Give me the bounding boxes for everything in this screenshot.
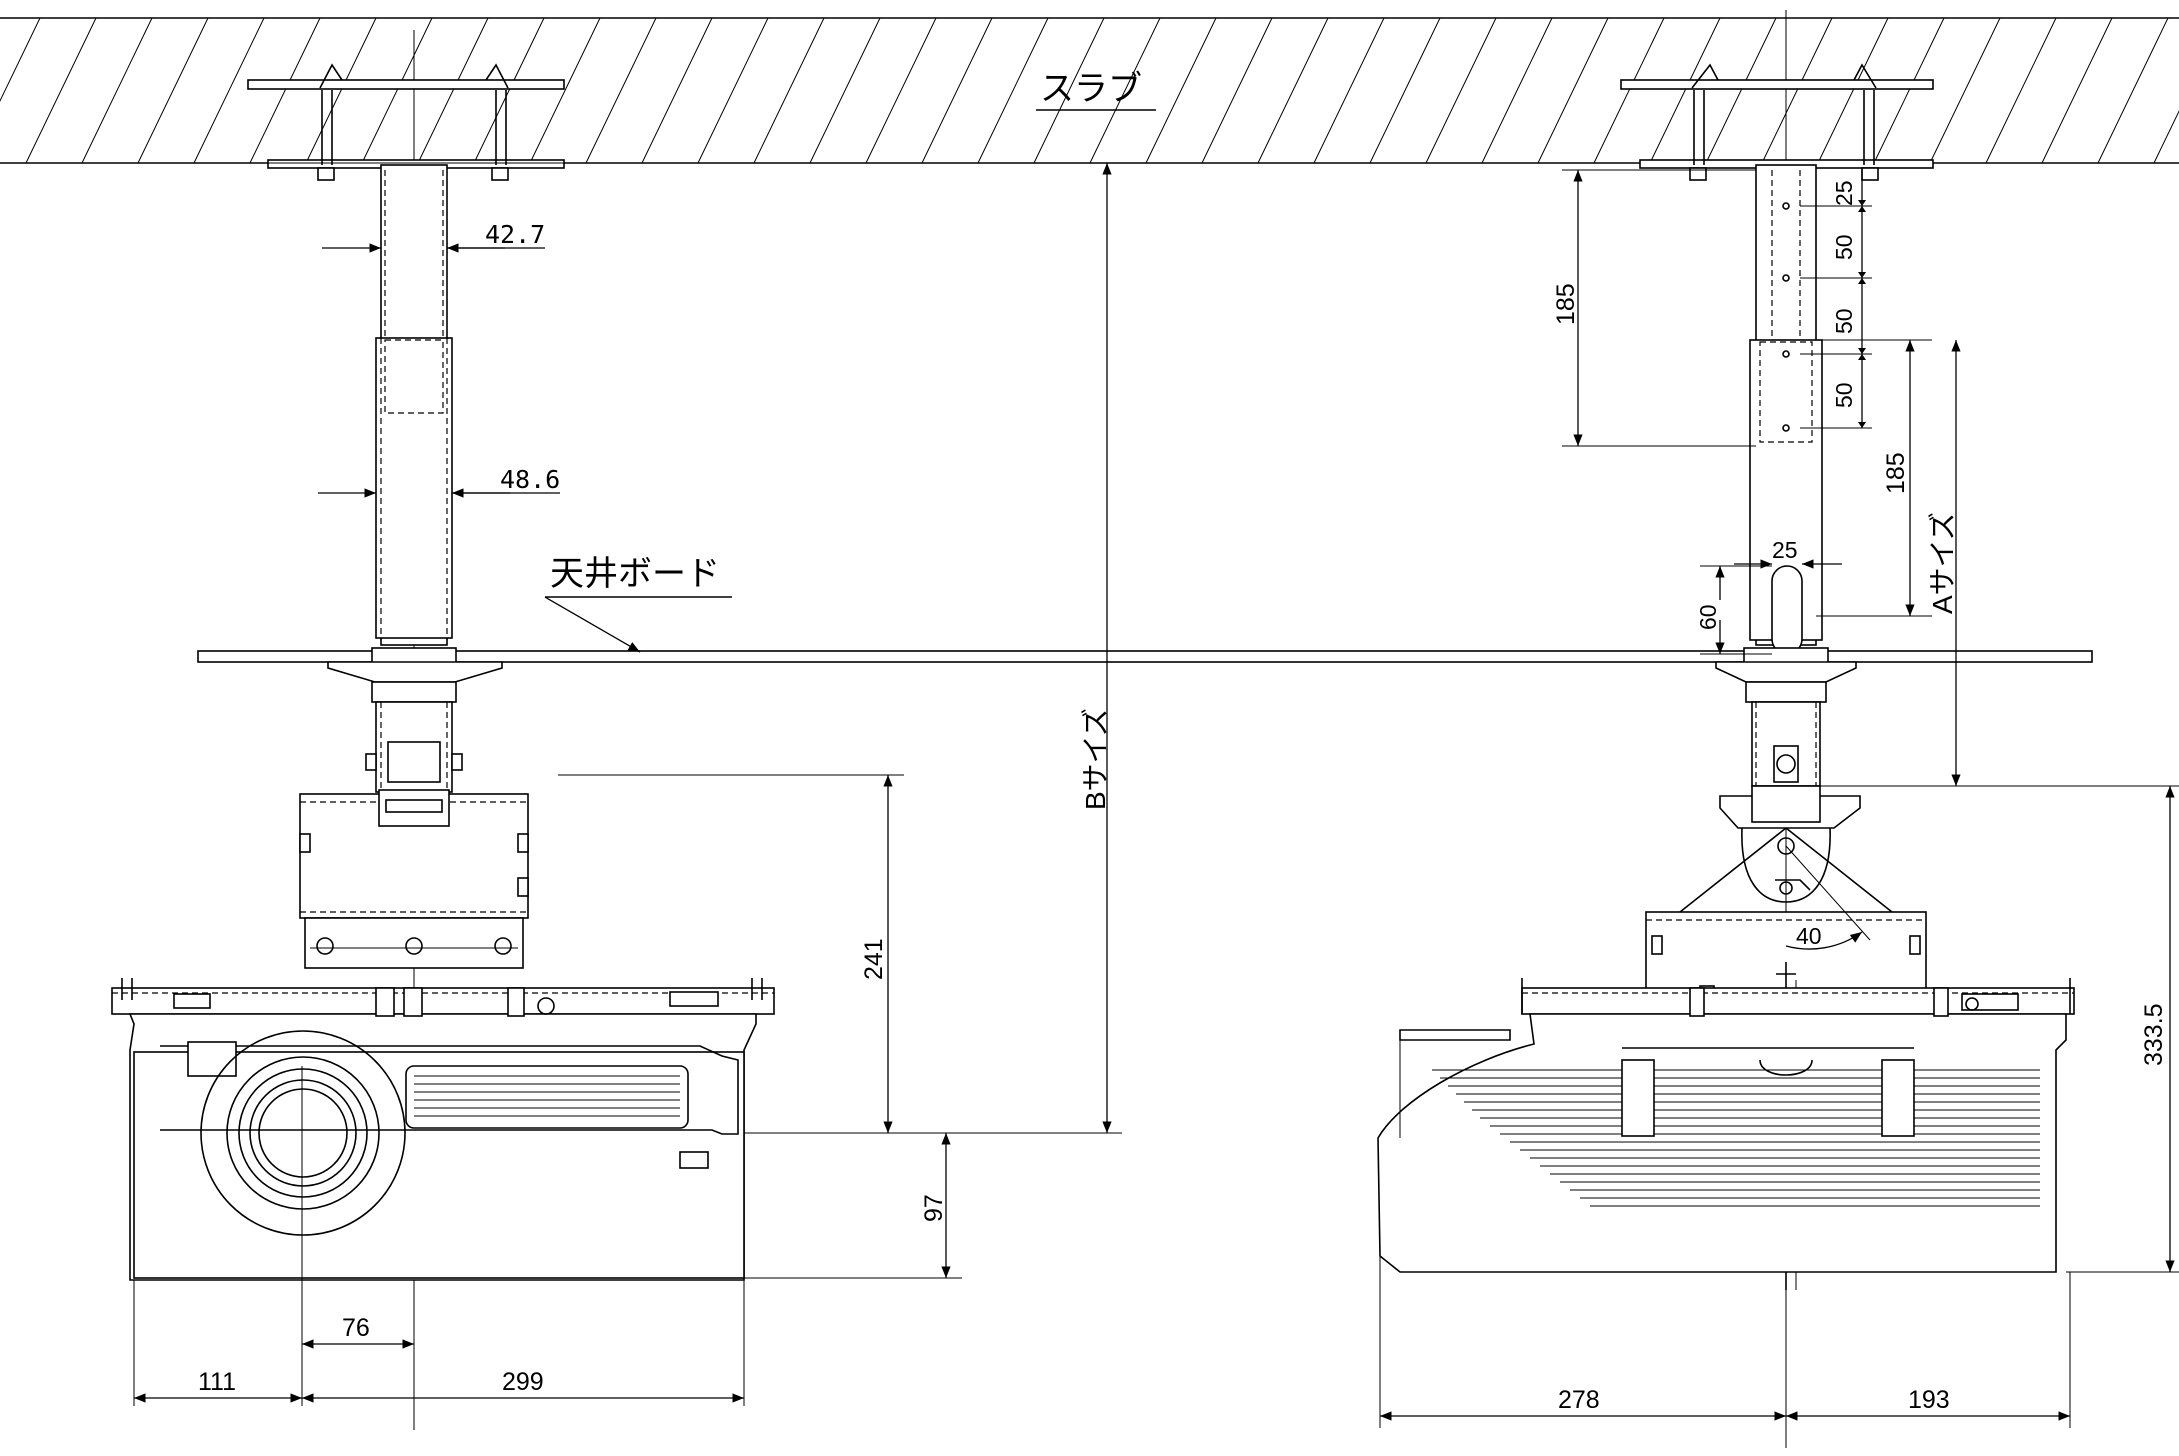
hatch-line bbox=[2153, 110, 2179, 164]
dim-angle-40: 40 bbox=[1796, 923, 1822, 949]
hatch-line bbox=[473, 17, 545, 164]
hatch-line bbox=[1033, 17, 1105, 164]
dim-185-upper: 185 bbox=[1552, 283, 1580, 325]
front-view bbox=[111, 30, 2093, 1430]
dim-50-a: 50 bbox=[1831, 234, 1857, 260]
dim-299: 299 bbox=[502, 1368, 544, 1396]
dim-slot-25: 25 bbox=[1772, 537, 1798, 563]
front-vent bbox=[405, 1065, 689, 1129]
hatch-line bbox=[305, 17, 377, 164]
hatch-line bbox=[697, 17, 769, 164]
hatch-line bbox=[0, 17, 41, 103]
hatch-line bbox=[25, 17, 97, 164]
hatch-line bbox=[1929, 17, 2001, 164]
dim-slot-60: 60 bbox=[1695, 604, 1721, 630]
hatch-line bbox=[361, 17, 433, 164]
hatch-line bbox=[865, 17, 937, 164]
hatch-line bbox=[977, 17, 1049, 164]
side-tilt-bracket bbox=[1645, 785, 1927, 1290]
hatch-line bbox=[1481, 17, 1553, 164]
slab-label: スラブ bbox=[1036, 70, 1156, 111]
hatch-line bbox=[529, 17, 601, 164]
front-dimensions: 42.7 48.6 天井ボード Bサイズ 241 97 bbox=[134, 162, 1122, 1403]
front-bracket bbox=[299, 789, 529, 969]
hatch-line bbox=[1425, 17, 1497, 164]
hatch-line bbox=[249, 17, 321, 164]
hatch-line bbox=[1873, 17, 1945, 164]
hatch-line bbox=[1705, 17, 1777, 164]
hatch-line bbox=[1593, 17, 1665, 164]
dim-50-b: 50 bbox=[1831, 308, 1857, 334]
dim-185-lower: 185 bbox=[1882, 452, 1910, 494]
hatch-line bbox=[585, 17, 657, 164]
dim-76: 76 bbox=[342, 1314, 370, 1342]
hatch-line bbox=[1761, 17, 1833, 164]
side-pipe bbox=[1743, 164, 1829, 669]
side-flange bbox=[1715, 661, 1857, 787]
hatch-line bbox=[1369, 17, 1441, 164]
b-size-label: Bサイズ bbox=[1080, 708, 1111, 810]
hatch-line bbox=[1817, 17, 1889, 164]
side-dimensions: 185 25 50 50 50 185 Aサイズ 25 bbox=[1380, 169, 2179, 1421]
front-flange bbox=[327, 661, 503, 793]
hatch-line bbox=[1201, 17, 1273, 164]
dim-48-6: 48.6 bbox=[500, 465, 560, 494]
dim-25-top: 25 bbox=[1831, 180, 1857, 206]
hatch-line bbox=[1313, 17, 1385, 164]
hatch-line bbox=[809, 17, 881, 164]
dim-193: 193 bbox=[1908, 1386, 1950, 1414]
hatch-line bbox=[1985, 17, 2057, 164]
side-projector bbox=[1377, 978, 2075, 1273]
ceiling-board-label-text: 天井ボード bbox=[550, 555, 720, 593]
dim-333-5: 333.5 bbox=[2140, 1003, 2168, 1066]
hatch-line bbox=[193, 17, 265, 164]
hatch-line bbox=[753, 17, 825, 164]
hatch-line bbox=[1145, 17, 1217, 164]
front-projector bbox=[111, 978, 775, 1281]
hatch-line bbox=[81, 17, 153, 164]
dim-111: 111 bbox=[198, 1368, 236, 1396]
slab-label-text: スラブ bbox=[1040, 70, 1142, 108]
hatch-line bbox=[1537, 17, 1609, 164]
hatch-line bbox=[1257, 17, 1329, 164]
side-vent bbox=[1432, 1069, 2040, 1207]
hatch-line bbox=[921, 17, 993, 164]
a-size-label: Aサイズ bbox=[1927, 512, 1958, 614]
dim-42-7: 42.7 bbox=[485, 220, 545, 249]
front-anchor-plate bbox=[247, 63, 565, 181]
dim-241: 241 bbox=[860, 938, 888, 980]
dim-278: 278 bbox=[1558, 1386, 1600, 1414]
hatch-line bbox=[641, 17, 713, 164]
side-view bbox=[1377, 10, 2075, 1448]
dim-50-c: 50 bbox=[1831, 382, 1857, 408]
side-anchor-plate bbox=[1620, 63, 1934, 181]
front-upper-pipe bbox=[375, 164, 453, 646]
dim-97: 97 bbox=[920, 1194, 948, 1222]
hatch-line bbox=[1649, 17, 1721, 164]
hatch-line bbox=[1089, 17, 1161, 164]
slab-hatching bbox=[0, 17, 2179, 164]
hatch-line bbox=[417, 17, 489, 164]
ceiling-board-label: 天井ボード bbox=[544, 555, 732, 653]
hatch-line bbox=[2041, 17, 2113, 164]
hatch-line bbox=[2097, 17, 2169, 164]
hatch-line bbox=[137, 17, 209, 164]
